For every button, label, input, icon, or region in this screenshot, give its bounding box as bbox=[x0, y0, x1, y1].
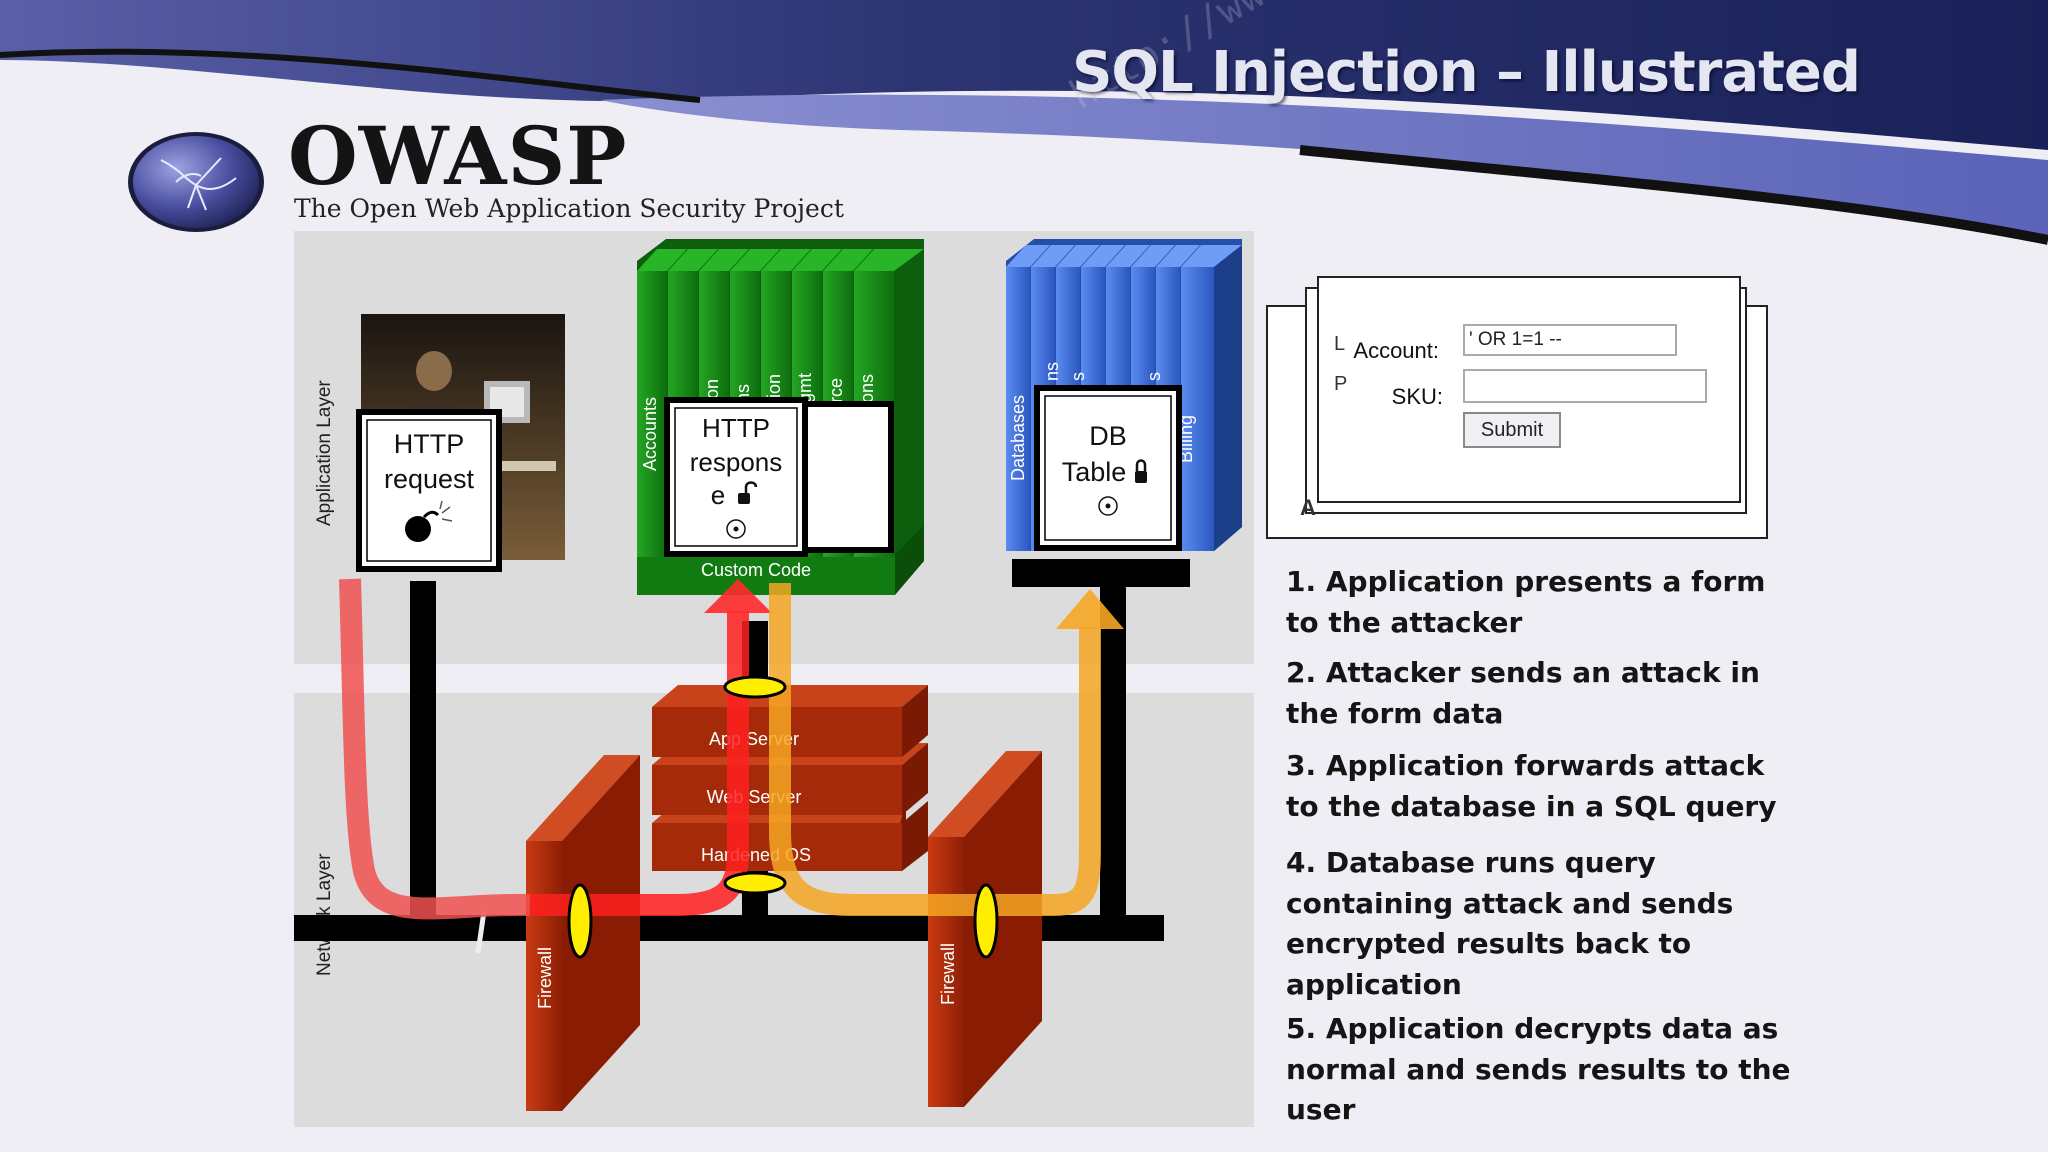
biohazard-icon bbox=[1098, 496, 1118, 516]
account-input[interactable]: ' OR 1=1 -- bbox=[1463, 324, 1677, 356]
firewall-left-label: Firewall bbox=[535, 947, 555, 1009]
attack-arrow-to-app bbox=[530, 611, 749, 916]
svg-text:P: P bbox=[1334, 373, 1347, 395]
account-label: Account: bbox=[1353, 338, 1439, 363]
firewall-right-label: Firewall bbox=[938, 943, 958, 1005]
http-request-box: HTTP request bbox=[356, 409, 502, 572]
sql-injection-diagram: Application Layer Network Layer HTTP req… bbox=[294, 231, 1254, 1127]
green-label-accounts: Accounts bbox=[640, 397, 660, 471]
http-response-line-2: respons bbox=[690, 447, 783, 477]
biohazard-icon bbox=[726, 519, 746, 539]
unlocked-padlock-icon bbox=[738, 481, 758, 504]
green-label-7: ons bbox=[857, 374, 877, 403]
http-response-line-3: e bbox=[711, 480, 725, 510]
pipe-break-mark bbox=[475, 910, 487, 954]
svg-text:L: L bbox=[1334, 333, 1345, 355]
custom-code-label: Custom Code bbox=[701, 560, 811, 580]
submit-button[interactable]: Submit bbox=[1463, 412, 1561, 448]
attack-arrowhead bbox=[704, 579, 772, 613]
db-pipe bbox=[1100, 581, 1126, 931]
response-arrowhead bbox=[1056, 589, 1124, 629]
svg-text:A: A bbox=[1300, 495, 1316, 520]
step-4: 4. Database runs query containing attack… bbox=[1286, 846, 1734, 1001]
blue-label-databases: Databases bbox=[1008, 395, 1028, 481]
slide-title: SQL Injection – Illustrated bbox=[1072, 40, 1861, 105]
http-response-line-1: HTTP bbox=[702, 413, 770, 443]
header-banner: http://www bbox=[0, 0, 2048, 245]
db-table-line-1: DB bbox=[1089, 421, 1127, 451]
sku-label: SKU: bbox=[1392, 384, 1443, 409]
locked-padlock-icon bbox=[1135, 459, 1147, 483]
green-label-4: tion bbox=[764, 374, 784, 403]
application-layer-label: Application Layer bbox=[314, 380, 335, 526]
owasp-wasp-logo-icon bbox=[128, 132, 264, 232]
firewall-left: Firewall bbox=[526, 755, 640, 1111]
green-label-6: rce bbox=[826, 378, 846, 403]
green-label-5: gmt bbox=[795, 373, 815, 403]
blue-label-3: s bbox=[1068, 372, 1088, 381]
http-request-line-2: request bbox=[384, 464, 475, 494]
db-platform bbox=[1012, 559, 1190, 587]
owasp-wordmark: OWASP bbox=[288, 109, 628, 203]
step-1: 1. Application presents a form to the at… bbox=[1286, 565, 1766, 639]
http-request-line-1: HTTP bbox=[394, 429, 465, 459]
steps-list: 1. Application presents a form to the at… bbox=[1286, 562, 1806, 1131]
http-response-box: HTTP respons e bbox=[664, 397, 808, 557]
step-5: 5. Application decrypts data as normal a… bbox=[1286, 1012, 1791, 1126]
network-layer-label: Network Layer bbox=[314, 853, 335, 976]
attack-form-panel: L P A Account: SKU: bbox=[1266, 276, 1768, 539]
db-table-box: DB Table bbox=[1034, 385, 1182, 551]
attack-arrow-inbound bbox=[339, 578, 531, 920]
step-2: 2. Attacker sends an attack in the form … bbox=[1286, 656, 1760, 730]
request-pipe bbox=[410, 581, 436, 931]
owasp-tagline: The Open Web Application Security Projec… bbox=[294, 194, 844, 223]
pipe-rings bbox=[567, 675, 999, 959]
db-table-line-2: Table bbox=[1062, 457, 1127, 487]
hardened-os-label: Hardened OS bbox=[701, 845, 811, 865]
response-arrow-to-db bbox=[769, 583, 1101, 916]
blue-label-2: ns bbox=[1042, 362, 1062, 381]
blue-label-4: s bbox=[1144, 372, 1164, 381]
step-3: 3. Application forwards attack to the da… bbox=[1286, 749, 1777, 823]
bomb-icon bbox=[405, 500, 453, 542]
green-label-2: ion bbox=[702, 379, 722, 403]
sku-input[interactable] bbox=[1463, 369, 1707, 403]
